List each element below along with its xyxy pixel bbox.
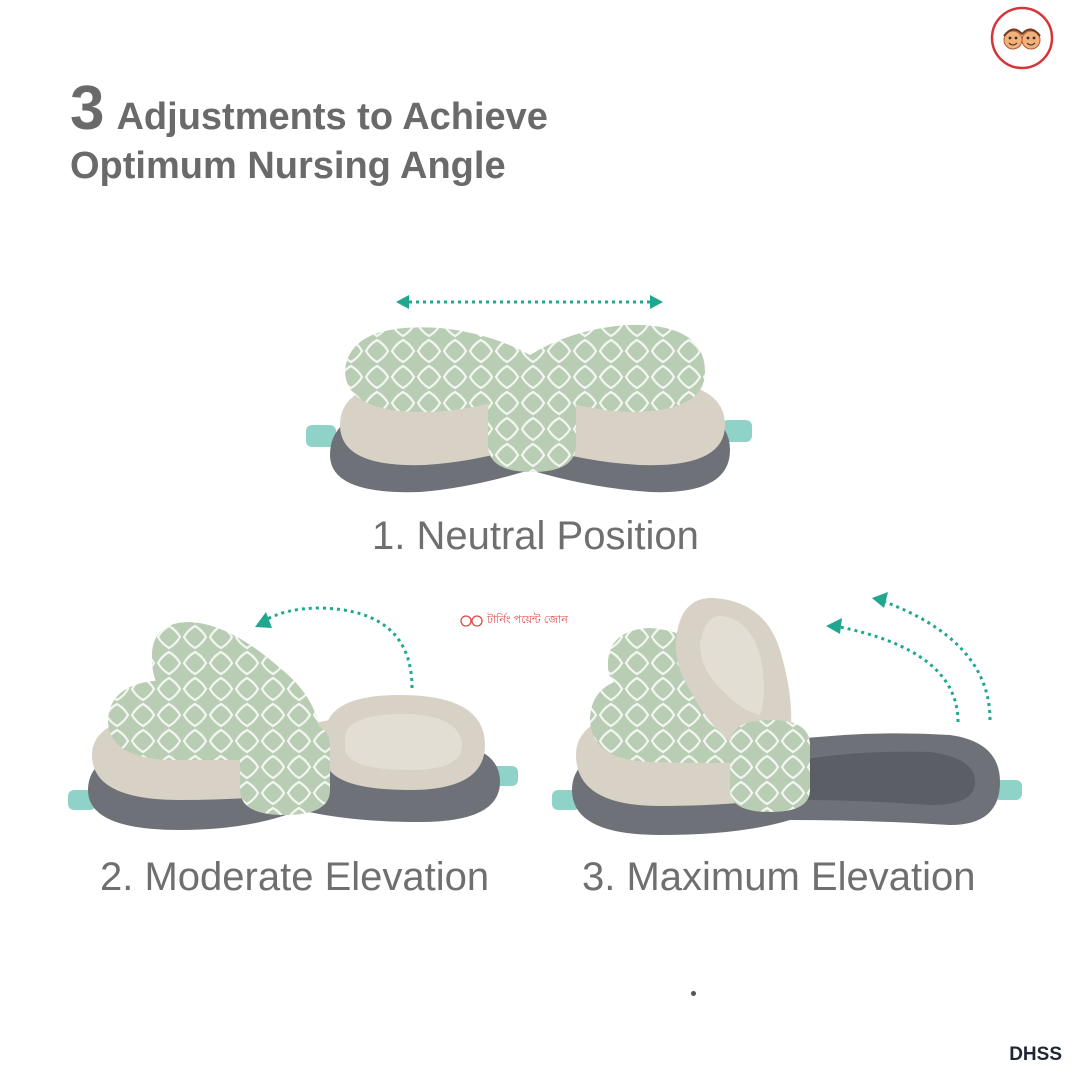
handle-tab-right [722, 420, 752, 442]
curved-arrow-max-outer [879, 598, 992, 721]
arrow-head-left-icon [396, 295, 409, 309]
watermark-text: টার্নিং পয়েন্ট জোন [487, 614, 568, 626]
maximum-pillow [552, 597, 1022, 835]
watermark: টার্নিং পয়েন্ট জোন [460, 611, 568, 630]
caption-neutral-position: 1. Neutral Position [372, 514, 699, 558]
corner-mark: DHSS [1009, 1044, 1062, 1065]
caption-maximum-elevation: 3. Maximum Elevation [582, 855, 976, 899]
arrow-head-right-icon [650, 295, 663, 309]
headline: 3 Adjustments to Achieve Optimum Nursing… [70, 78, 548, 192]
small-dot [691, 991, 696, 996]
curved-arrow-moderate [261, 606, 414, 689]
turning-point-zone-logo-icon [990, 6, 1054, 70]
curved-arrow-head-icon [255, 612, 272, 628]
headline-line1: Adjustments to Achieve [116, 96, 548, 138]
curved-arrow-max-inner [834, 624, 960, 723]
curved-arrow-head-outer-icon [872, 592, 888, 608]
curved-arrow-head-inner-icon [826, 618, 842, 634]
neutral-pillow [306, 324, 752, 493]
watermark-faces-icon [460, 614, 483, 627]
moderate-pillow [68, 622, 518, 830]
handle-tab-right-3 [994, 780, 1022, 800]
headline-line2: Optimum Nursing Angle [70, 145, 506, 187]
caption-moderate-elevation: 2. Moderate Elevation [100, 855, 490, 899]
handle-tab-left [306, 425, 336, 447]
headline-number: 3 [70, 74, 105, 143]
